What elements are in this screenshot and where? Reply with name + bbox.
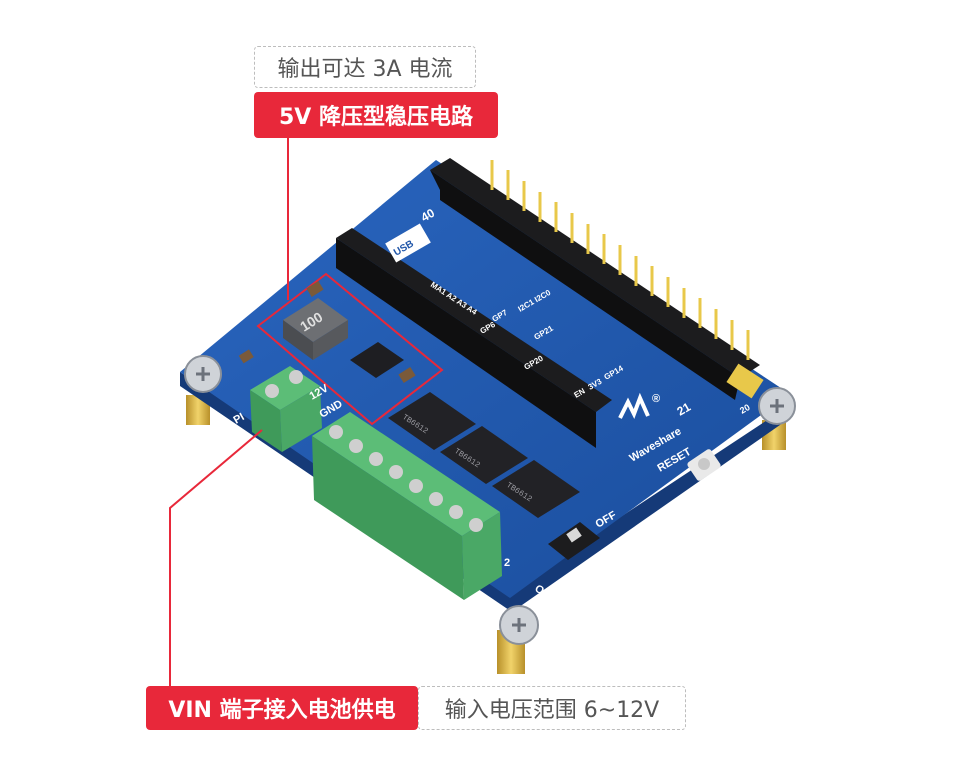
usb-silk-box xyxy=(385,223,431,263)
callout-top-title-text: 5V 降压型稳压电路 xyxy=(279,105,473,130)
pcb-board xyxy=(180,160,790,598)
callout-top-note-text: 输出可达 3A 电流 xyxy=(277,57,453,82)
callout-bottom-note: 输入电压范围 6~12V xyxy=(418,686,686,730)
pin-40-label: 40 xyxy=(419,206,438,225)
capacitors xyxy=(238,281,416,383)
bottom-leader-line xyxy=(169,429,263,690)
inductor xyxy=(283,298,348,360)
pico-header xyxy=(336,228,612,448)
waveshare-logo-icon xyxy=(618,392,650,419)
motor-driver-chips xyxy=(388,392,580,518)
mounting-screws xyxy=(184,355,796,645)
board-edge xyxy=(180,372,790,612)
reset-button xyxy=(687,449,721,481)
vin-label: PI xyxy=(232,411,247,427)
power-terminal xyxy=(250,366,322,452)
gpio-header xyxy=(430,158,764,400)
regulator-ic xyxy=(350,342,404,378)
j2-label: 2 xyxy=(504,557,510,569)
callout-top-note: 输出可达 3A 电流 xyxy=(254,46,476,88)
callout-top-title: 5V 降压型稳压电路 xyxy=(254,92,498,138)
pin-21-label: 21 xyxy=(675,400,694,419)
motor-terminal xyxy=(312,412,502,600)
pin-20-label: 20 xyxy=(738,402,752,416)
callout-bottom-note-text: 输入电压范围 6~12V xyxy=(444,698,660,723)
callout-bottom-title-text: VIN 端子接入电池供电 xyxy=(168,698,396,723)
callout-bottom-title: VIN 端子接入电池供电 xyxy=(146,686,418,730)
brand-mark: ® xyxy=(652,393,660,405)
switch-knob xyxy=(566,527,582,543)
regulator-highlight xyxy=(256,272,444,426)
